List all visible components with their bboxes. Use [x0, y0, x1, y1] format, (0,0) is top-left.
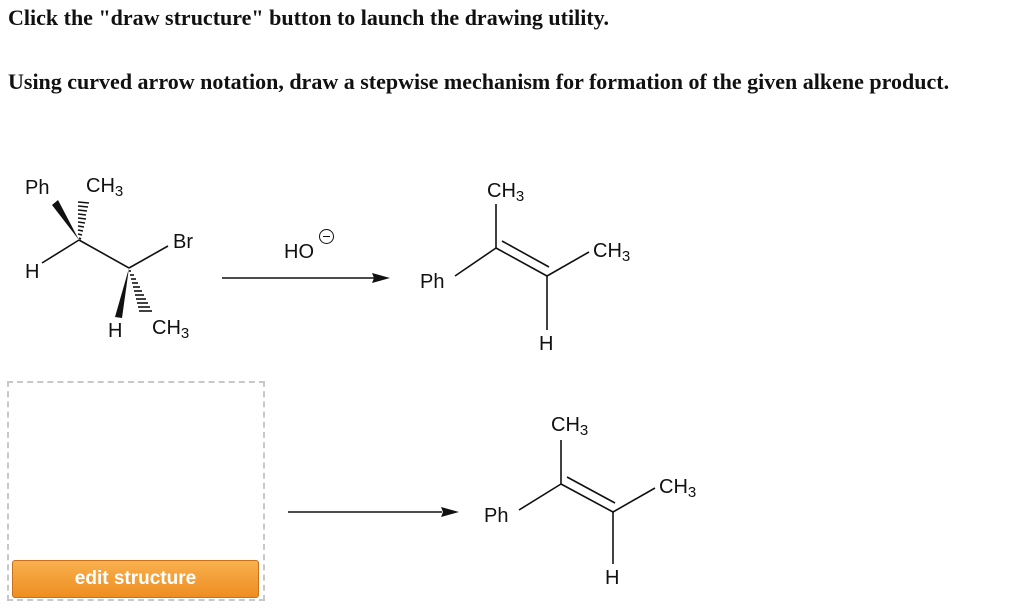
hydroxide-label: HO — [284, 241, 314, 263]
instruction-text: Click the "draw structure" button to lau… — [8, 5, 609, 30]
negative-charge-icon — [319, 229, 334, 244]
question-text: Using curved arrow notation, draw a step… — [8, 69, 950, 94]
methyl-label: CH3 — [86, 175, 124, 200]
hydrogen-label: H — [605, 567, 620, 589]
bromine-label: Br — [173, 231, 193, 253]
methyl-label: CH3 — [551, 414, 589, 439]
phenyl-label: Ph — [25, 177, 50, 199]
methyl-label: CH3 — [593, 240, 631, 265]
hydrogen-label: H — [25, 261, 40, 283]
methyl-label: CH3 — [487, 180, 525, 205]
edit-structure-button[interactable]: edit structure — [12, 560, 259, 598]
hydrogen-label: H — [539, 333, 554, 355]
methyl-label: CH3 — [659, 476, 697, 501]
phenyl-label: Ph — [484, 505, 509, 527]
hydrogen-label: H — [108, 320, 123, 342]
phenyl-label: Ph — [420, 271, 445, 293]
methyl-label: CH3 — [152, 317, 190, 342]
